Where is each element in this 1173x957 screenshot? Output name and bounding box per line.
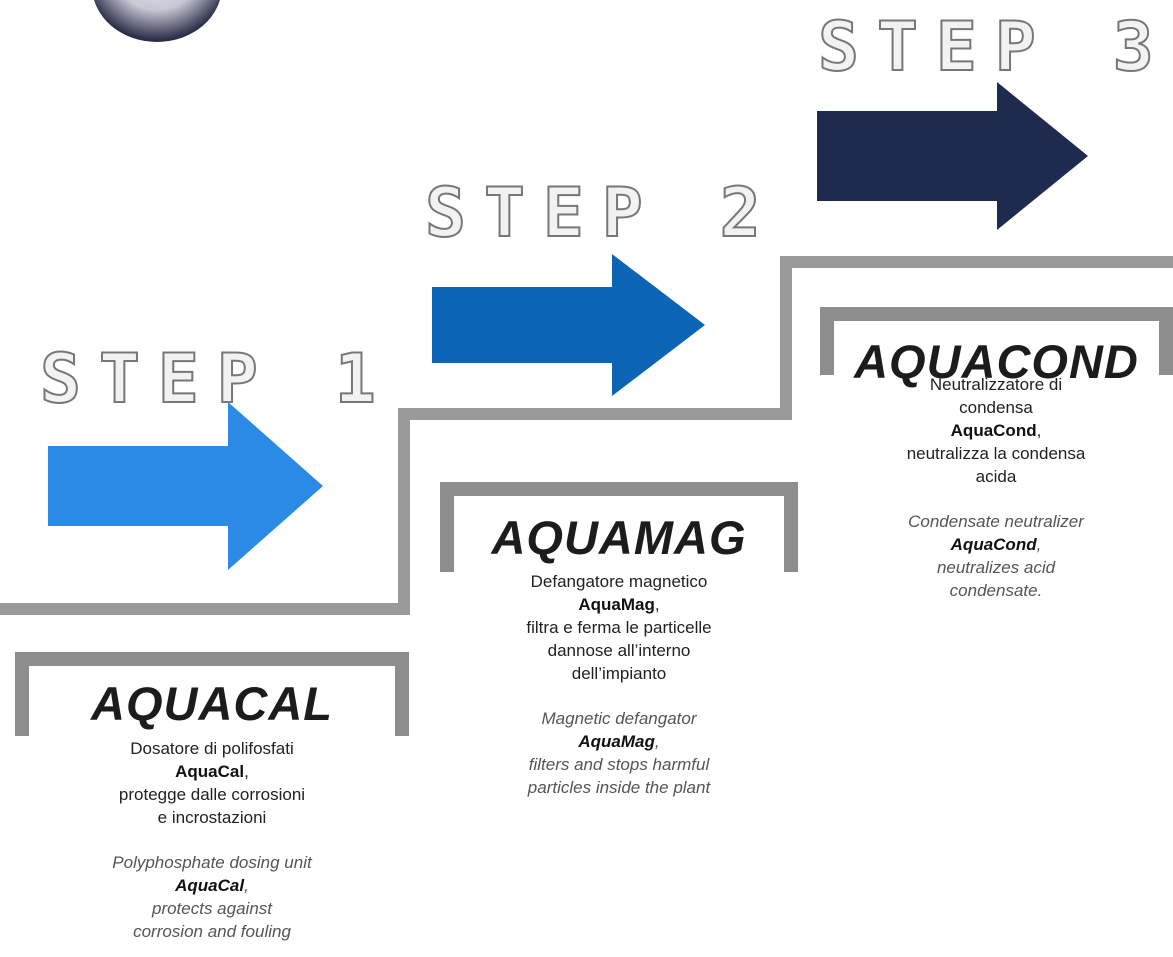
aquamag-it-brand-line: AquaMag,	[444, 593, 794, 616]
stair-rail-middle	[398, 408, 792, 420]
step-1-title: STEP 1	[39, 340, 394, 419]
aquacond-it-brand-line: AquaCond,	[836, 419, 1156, 442]
aquamag-it-brand: AquaMag	[578, 595, 655, 614]
aquacond-description: Neutralizzatore di condensa AquaCond, ne…	[836, 373, 1156, 602]
aquacal-en-rest-1: protects against	[151, 899, 272, 918]
step-2-title: STEP 2	[424, 174, 779, 253]
aquacond-en-line: Condensate neutralizer	[908, 512, 1084, 531]
aquamag-it-line: Defangatore magnetico	[530, 572, 708, 591]
comma: ,	[654, 732, 660, 751]
stair-rail-riser-1	[398, 408, 410, 615]
comma: ,	[654, 595, 660, 614]
aquacal-it-brand-line: AquaCal,	[40, 760, 384, 783]
step-3-arrow-icon	[817, 82, 1088, 230]
aquamag-title: AQUAMAG	[491, 511, 747, 564]
comma: ,	[244, 876, 249, 895]
aquacal-en-line: Polyphosphate dosing unit	[112, 853, 312, 872]
aquamag-en-rest-2: particles inside the plant	[527, 778, 711, 797]
aquacal-title: AQUACAL	[91, 677, 333, 730]
aquacond-en-rest-2: condensate.	[949, 581, 1043, 600]
aquamag-description: Defangatore magnetico AquaMag, filtra e …	[444, 570, 794, 799]
step-2-arrow-icon	[432, 254, 705, 396]
aquacal-en-brand-line: AquaCal,	[40, 874, 384, 897]
arrow-shape	[48, 402, 323, 570]
step-3-title: STEP 3	[817, 8, 1172, 87]
aquacond-it-line-b: condensa	[959, 398, 1033, 417]
comma: ,	[1036, 421, 1042, 440]
aquacond-en-brand: AquaCond	[950, 535, 1037, 554]
stair-rail-top	[780, 256, 1173, 268]
aquamag-en-brand-line: AquaMag,	[444, 730, 794, 753]
aquamag-it-rest-1: filtra e ferma le particelle	[526, 618, 712, 637]
aquamag-en-rest-1: filters and stops harmful	[528, 755, 710, 774]
aquacond-it-rest-1: neutralizza la condensa	[906, 444, 1086, 463]
arrow-shape	[432, 254, 705, 396]
comma: ,	[244, 762, 249, 781]
aquacal-it-brand: AquaCal	[175, 762, 245, 781]
stair-rail-riser-2	[780, 256, 792, 420]
aquacal-description: Dosatore di polifosfati AquaCal, protegg…	[40, 737, 384, 943]
aquamag-it-rest-2: dannose all’interno	[547, 641, 691, 660]
aquacond-en-rest-1: neutralizes acid	[936, 558, 1056, 577]
comma: ,	[1036, 535, 1042, 554]
decorative-device-image	[92, 0, 222, 42]
step-1-arrow-icon	[48, 402, 323, 570]
aquamag-frame	[440, 482, 798, 572]
aquacond-title: AQUACOND	[854, 335, 1139, 388]
aquamag-en-brand: AquaMag	[578, 732, 655, 751]
aquacond-it-line: Neutralizzatore di	[929, 375, 1063, 394]
arrow-shape	[817, 82, 1088, 230]
aquamag-it-rest-3: dell’impianto	[571, 664, 667, 683]
aquacond-it-brand: AquaCond	[950, 421, 1037, 440]
aquacond-it-rest-2: acida	[975, 467, 1017, 486]
aquacal-it-rest-1: protegge dalle corrosioni	[118, 785, 306, 804]
aquacond-frame	[820, 307, 1173, 375]
aquacal-en-brand: AquaCal	[175, 876, 245, 895]
stair-rail-bottom	[0, 603, 398, 615]
aquacal-en-rest-2: corrosion and fouling	[133, 922, 291, 941]
aquacal-frame	[15, 652, 409, 736]
aquamag-en-line: Magnetic defangator	[541, 709, 697, 728]
aquacal-it-line: Dosatore di polifosfati	[130, 739, 294, 758]
aquacond-en-brand-line: AquaCond,	[836, 533, 1156, 556]
aquacal-it-rest-2: e incrostazioni	[157, 808, 267, 827]
